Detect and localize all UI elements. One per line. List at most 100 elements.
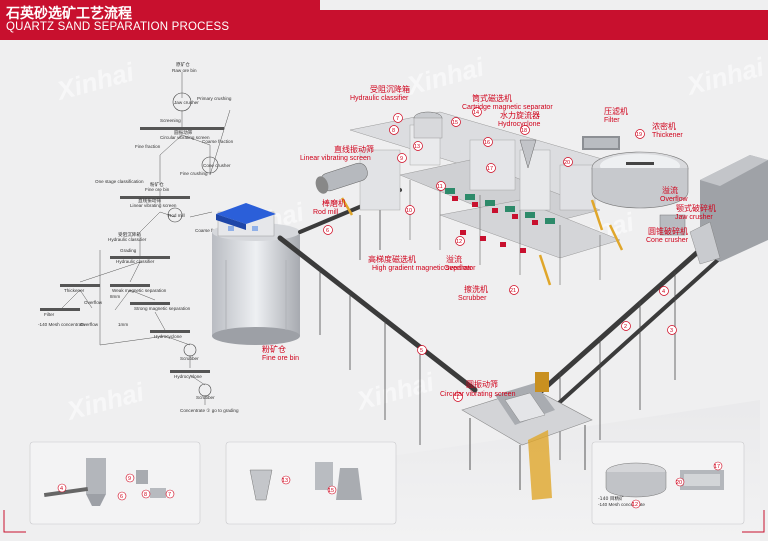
flow-filter: Filter — [44, 312, 55, 317]
svg-text:13: 13 — [414, 144, 420, 150]
svg-text:15: 15 — [328, 488, 334, 494]
flow-bar-filter — [40, 308, 80, 311]
label-hydrocyclone-en: Hydrocyclone — [498, 121, 541, 128]
svg-text:14: 14 — [473, 110, 479, 116]
flowchart — [61, 72, 231, 405]
inset-magnetic — [225, 441, 397, 525]
svg-text:17: 17 — [487, 166, 493, 172]
flow-scrubber-2: Scrubber — [196, 395, 215, 400]
flow-concentrate: Concentrate ① go to grading — [180, 408, 239, 413]
svg-text:19: 19 — [636, 132, 642, 138]
svg-text:13: 13 — [282, 478, 288, 484]
label-linear-screen-en: Linear vibrating screen — [300, 155, 371, 162]
flow-node-scrubber-2 — [198, 383, 212, 397]
svg-text:12: 12 — [632, 502, 638, 508]
svg-text:4: 4 — [662, 289, 665, 295]
label-overflow-mid-cn: 溢流 — [446, 254, 462, 264]
marker-16: 16 — [483, 137, 493, 147]
inset1-marker-9: 9 — [125, 473, 135, 483]
marker-18: 18 — [520, 125, 530, 135]
marker-4: 4 — [659, 286, 669, 296]
svg-text:8: 8 — [144, 492, 147, 498]
svg-text:2: 2 — [624, 324, 627, 330]
inset-panels: 4 9 8 6 7 13 15 -140 目精矿 -140 Mesh conce… — [29, 441, 745, 525]
flow-thickener: Thickener — [64, 288, 85, 293]
watermark-1: Xinhai — [52, 56, 138, 106]
label-scrubber-cn: 擦洗机 — [464, 284, 488, 294]
flow-screening: Screening — [160, 118, 181, 123]
label-cartridge-magnetic-en: Cartridge magnetic separator — [462, 104, 553, 111]
svg-text:5: 5 — [420, 348, 423, 354]
svg-text:9: 9 — [400, 156, 403, 162]
label-filter-en: Filter — [604, 117, 620, 124]
equipment-labels: 受阻沉降箱 Hydraulic classifier 筒式磁选机 Cartrid… — [262, 84, 716, 398]
inset3-label-en: -140 Mesh concentrate — [598, 502, 645, 507]
flow-cone-crusher: Cone crusher — [203, 163, 231, 168]
marker-12: 12 — [455, 236, 465, 246]
flow-fine-fraction: Fine fraction — [135, 144, 161, 149]
svg-text:12: 12 — [456, 239, 462, 245]
flow-fine-ore-bin-cn: 粉矿仓 — [150, 181, 164, 188]
flow-fine-crushing: Fine crushing — [180, 171, 208, 176]
marker-6: 6 — [323, 225, 333, 235]
svg-text:15: 15 — [452, 120, 458, 126]
marker-1: 1 — [453, 392, 463, 402]
main-building — [315, 111, 689, 286]
svg-text:11: 11 — [437, 184, 443, 190]
flow-jaw-crusher: Jaw crusher — [174, 100, 199, 105]
label-overflow-top-en: Overflow — [660, 196, 689, 203]
inset3-label-cn: -140 目精矿 — [598, 495, 624, 502]
flow-overflow-2: Overflow — [80, 322, 99, 327]
svg-text:6: 6 — [326, 228, 329, 234]
flow-hydraulic-classifier-2: Hydraulic classifier — [116, 259, 155, 264]
flow-hydrocyclone-2: Hydrocyclone — [174, 374, 202, 379]
conveyor-5 — [277, 235, 478, 393]
flow-1mm: 1mm — [118, 322, 128, 327]
label-thickener-en: Thickener — [652, 132, 683, 139]
label-jaw-crusher-cn: 颚式破碎机 — [676, 203, 716, 213]
flow-8mm: 8mm — [110, 294, 120, 299]
marker-19: 19 — [635, 129, 645, 139]
inset1-marker-7: 7 — [165, 489, 175, 499]
label-thickener-cn: 浓密机 — [652, 121, 676, 131]
inset1-marker-4: 4 — [57, 483, 67, 493]
conveyor-3 — [538, 256, 722, 422]
inset-crushing — [29, 441, 201, 525]
flow-linear-screen-en: Linear vibrating screen — [130, 203, 177, 208]
svg-text:9: 9 — [128, 476, 131, 482]
watermark-7: Xinhai — [352, 366, 438, 416]
marker-8: 8 — [389, 125, 399, 135]
page-title-en: QUARTZ SAND SEPARATION PROCESS — [6, 21, 230, 33]
corner-brackets — [3, 510, 765, 533]
svg-text:20: 20 — [564, 160, 570, 166]
svg-text:1: 1 — [456, 395, 459, 401]
fine-ore-bin — [212, 203, 300, 345]
conveyor-2 — [517, 247, 703, 413]
label-fine-ore-bin-cn: 粉矿仓 — [262, 344, 286, 354]
marker-5: 5 — [417, 345, 427, 355]
svg-text:18: 18 — [521, 128, 527, 134]
inset-thickener — [591, 441, 745, 525]
inset3-marker-20: 20 — [675, 477, 685, 487]
flow-scrubber: Scrubber — [180, 356, 199, 361]
flow-coarse-fraction: Coarse fraction — [202, 139, 234, 144]
label-circular-screen-cn: 圆振动筛 — [466, 379, 498, 389]
flow-weak-magnetic: Weak magnetic separation — [112, 288, 167, 293]
watermark-6: Xinhai — [62, 376, 148, 426]
flow-overflow: Overflow — [84, 300, 103, 305]
flow-rod-mill: Rod mill — [168, 213, 185, 218]
label-overflow-top-cn: 溢流 — [662, 185, 678, 195]
flow-bar-hydrocyclone-2 — [170, 370, 210, 373]
marker-21: 21 — [509, 285, 519, 295]
flow-strong-magnetic: Strong magnetic separation — [134, 306, 191, 311]
marker-7: 7 — [393, 113, 403, 123]
label-rod-mill-en: Rod mill — [313, 209, 339, 216]
flow-grading: Grading — [120, 248, 137, 253]
label-fine-ore-bin-en: Fine ore bin — [262, 355, 299, 362]
flow-bar-linear-screen — [120, 196, 190, 199]
flow-raw-ore-bin-cn: 原矿仓 — [176, 61, 190, 68]
circular-screen-structure — [461, 372, 593, 500]
svg-text:17: 17 — [714, 464, 720, 470]
marker-9: 9 — [397, 153, 407, 163]
page-title-cn: 石英砂选矿工艺流程 — [6, 6, 132, 22]
